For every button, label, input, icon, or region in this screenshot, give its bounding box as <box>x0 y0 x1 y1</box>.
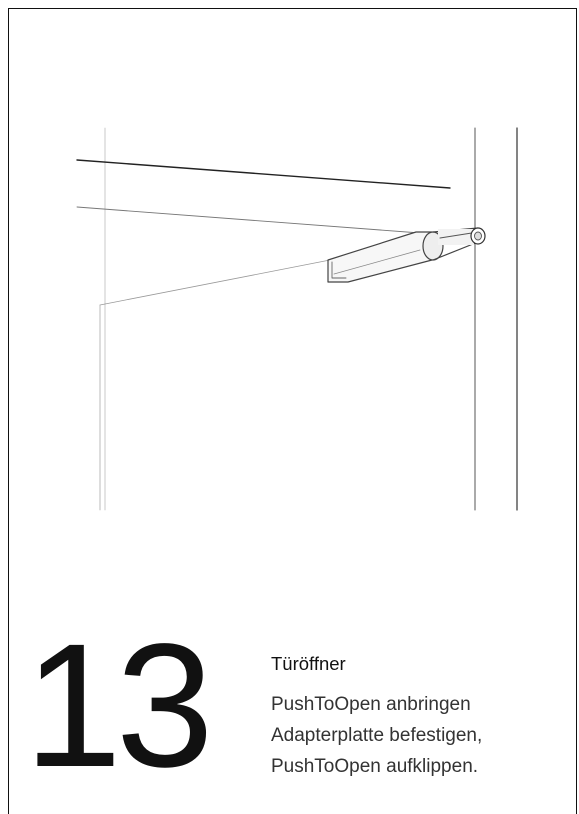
step-description: Türöffner PushToOpen anbringen Adapterpl… <box>271 652 571 782</box>
push-to-open-assembly-illustration <box>76 127 518 511</box>
step-line: Adapterplatte befestigen, <box>271 725 483 747</box>
page-frame <box>8 8 577 814</box>
step-line: PushToOpen anbringen <box>271 694 471 716</box>
step-number: 13 <box>24 608 214 804</box>
step-title: Türöffner <box>271 653 346 674</box>
step-line: PushToOpen aufklippen. <box>271 756 479 778</box>
